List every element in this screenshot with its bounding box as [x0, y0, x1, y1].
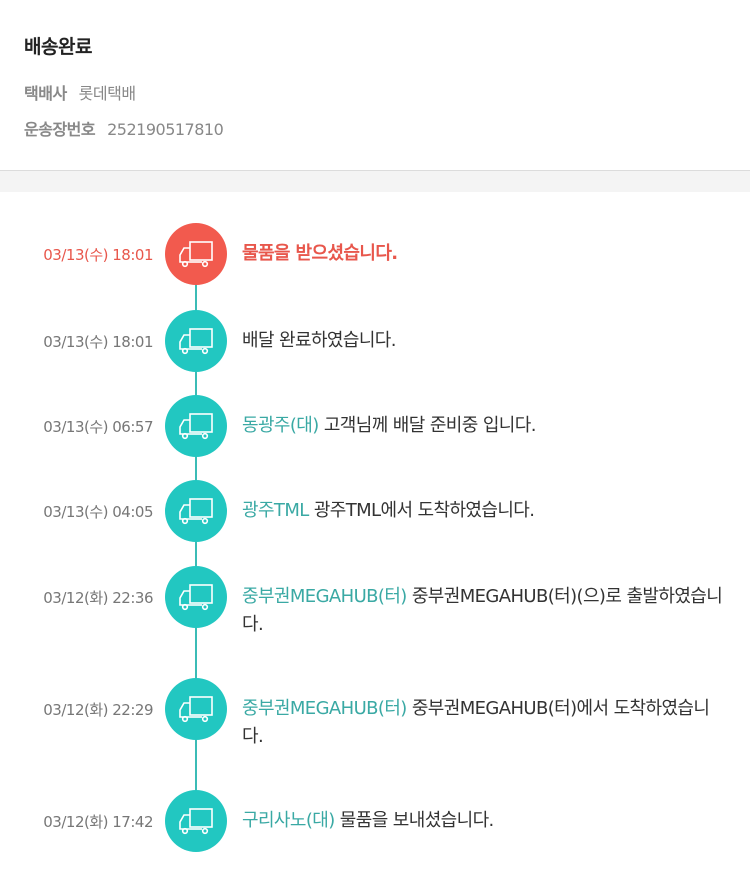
status-circle — [165, 566, 227, 628]
truck-icon — [177, 806, 215, 836]
event-text: 물품을 받으셨습니다. — [242, 240, 727, 268]
location-name: 중부권MEGAHUB(터) — [242, 698, 407, 719]
event-text: 중부권MEGAHUB(터) 중부권MEGAHUB(터)에서 도착하였습니다. — [242, 695, 727, 751]
truck-icon — [177, 239, 215, 269]
event-text: 구리사노(대) 물품을 보내셨습니다. — [242, 807, 727, 835]
location-name: 광주TML — [242, 500, 309, 521]
event-message: 배달 완료하였습니다. — [242, 330, 396, 351]
event-date: 03/12(화) 22:29 — [43, 701, 153, 719]
status-circle — [165, 678, 227, 740]
event-message: 물품을 보내셨습니다. — [339, 810, 494, 831]
event-message: 광주TML에서 도착하였습니다. — [313, 500, 535, 521]
tracking-row: 운송장번호 252190517810 — [24, 116, 224, 140]
delivery-summary: 배송완료 택배사 롯데택배 운송장번호 252190517810 — [0, 0, 750, 171]
tracking-number: 252190517810 — [107, 120, 224, 139]
event-text: 중부권MEGAHUB(터) 중부권MEGAHUB(터)(으)로 출발하였습니다. — [242, 583, 727, 639]
event-date: 03/13(수) 18:01 — [43, 246, 153, 264]
courier-row: 택배사 롯데택배 — [24, 80, 136, 104]
event-message: 중부권MEGAHUB(터)에서 도착하였습니다. — [242, 698, 710, 747]
courier-label: 택배사 — [24, 84, 67, 103]
status-circle — [165, 480, 227, 542]
truck-icon — [177, 496, 215, 526]
event-date: 03/13(수) 06:57 — [43, 418, 153, 436]
section-divider — [0, 171, 750, 192]
event-date: 03/12(화) 17:42 — [43, 813, 153, 831]
tracking-label: 운송장번호 — [24, 120, 96, 139]
status-circle — [165, 395, 227, 457]
truck-icon — [177, 694, 215, 724]
delivery-status-title: 배송완료 — [24, 36, 92, 58]
event-message: 고객님께 배달 준비중 입니다. — [323, 415, 537, 436]
status-circle — [165, 310, 227, 372]
event-date: 03/12(화) 22:36 — [43, 589, 153, 607]
event-date: 03/13(수) 18:01 — [43, 333, 153, 351]
status-circle — [165, 790, 227, 852]
event-text: 배달 완료하였습니다. — [242, 327, 727, 355]
event-message: 중부권MEGAHUB(터)(으)로 출발하였습니다. — [242, 586, 723, 635]
event-text: 동광주(대) 고객님께 배달 준비중 입니다. — [242, 412, 727, 440]
location-name: 구리사노(대) — [242, 810, 335, 831]
courier-value: 롯데택배 — [78, 84, 136, 103]
status-circle — [165, 223, 227, 285]
truck-icon — [177, 582, 215, 612]
truck-icon — [177, 326, 215, 356]
event-message: 물품을 받으셨습니다. — [242, 243, 398, 264]
event-date: 03/13(수) 04:05 — [43, 503, 153, 521]
truck-icon — [177, 411, 215, 441]
location-name: 동광주(대) — [242, 415, 319, 436]
location-name: 중부권MEGAHUB(터) — [242, 586, 407, 607]
event-text: 광주TML 광주TML에서 도착하였습니다. — [242, 497, 727, 525]
